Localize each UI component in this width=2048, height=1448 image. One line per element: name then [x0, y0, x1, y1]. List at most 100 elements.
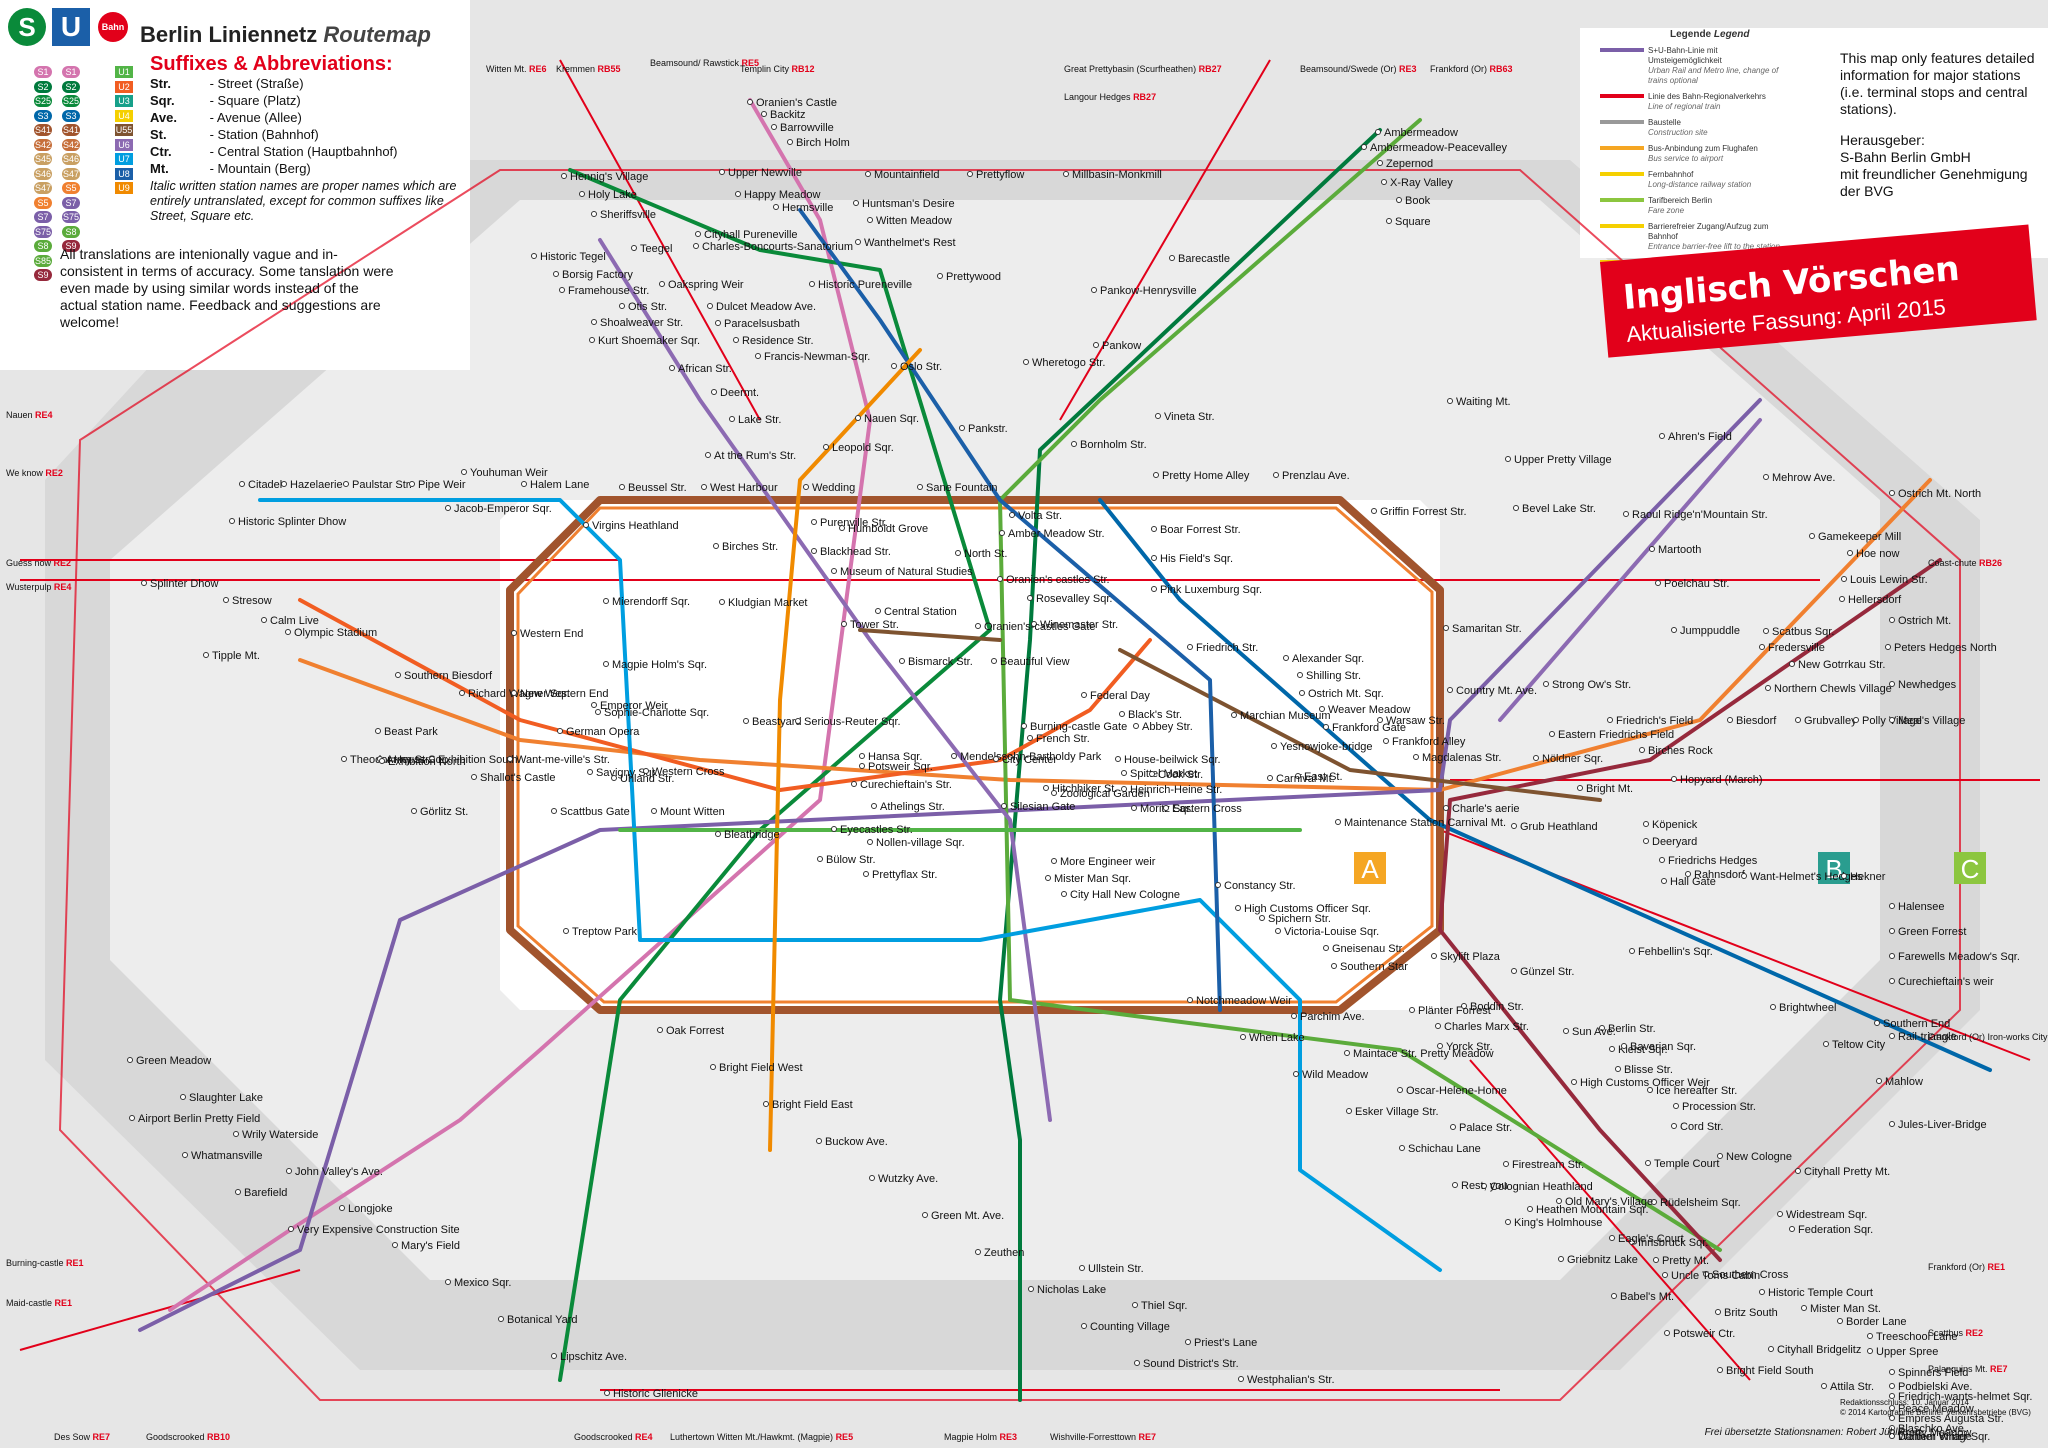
regional-lines: [19, 59, 2040, 1401]
station-label: Bright Mt.: [1586, 783, 1633, 795]
station-label: Magdalenas Str.: [1422, 752, 1502, 764]
station-marker: [1505, 456, 1511, 462]
station-marker: [1889, 1121, 1895, 1127]
station-marker: [395, 672, 401, 678]
copyright-text: © 2014 Kartographie Berliner Verkehrsbet…: [1840, 1408, 2031, 1417]
db-logo: Bahn: [98, 12, 128, 42]
station-marker: [997, 576, 1003, 582]
station-marker: [1649, 546, 1655, 552]
station-marker: [1577, 785, 1583, 791]
station-label: Athelings Str.: [880, 801, 945, 813]
station-label: Southern Cross: [1712, 1269, 1789, 1281]
station-marker: [1621, 1043, 1627, 1049]
station-label: Country Mt. Ave.: [1456, 685, 1537, 697]
station-marker: [1607, 717, 1613, 723]
station-label: Mexico Sqr.: [454, 1277, 511, 1289]
station-label: Book: [1405, 195, 1431, 207]
station-marker: [1823, 1041, 1829, 1047]
station-label: Treeschool Lane: [1876, 1331, 1958, 1343]
station-marker: [1671, 627, 1677, 633]
info-panel: This map only features detailed informat…: [1840, 50, 2045, 200]
station-label: Griebnitz Lake: [1567, 1254, 1638, 1266]
station-label: Mister Man St.: [1810, 1303, 1881, 1315]
station-marker: [498, 1316, 504, 1322]
sbahn-badge-s7: S7: [34, 211, 52, 223]
station-marker: [855, 239, 861, 245]
station-label: Lake Str.: [738, 414, 781, 426]
station-label: Barrowville: [780, 122, 834, 134]
station-label: Cityhall Pureneville: [704, 229, 798, 241]
ring-inner-area: [500, 500, 1440, 1010]
station-label: Boar Forrest Str.: [1160, 524, 1241, 536]
station-marker: [993, 756, 999, 762]
station-label: Friedrich's Field: [1616, 715, 1693, 727]
station-marker: [1283, 655, 1289, 661]
station-label: Spinners Field: [1898, 1367, 1968, 1379]
station-marker: [763, 1101, 769, 1107]
terminal-label: Palanquins Mt. RE7: [1928, 1364, 2008, 1374]
station-label: Pretty Meadow: [1898, 1427, 1971, 1439]
station-marker: [589, 337, 595, 343]
station-marker: [1409, 1007, 1415, 1013]
station-marker: [1503, 1161, 1509, 1167]
station-marker: [235, 1189, 241, 1195]
station-marker: [922, 1212, 928, 1218]
abbreviation-row: Ctr. - Central Station (Hauptbahnhof): [150, 143, 460, 160]
regional-line-badge: RB27: [1199, 64, 1222, 74]
station-label: Abbey Str.: [1142, 721, 1193, 733]
station-label: Hazelaerie: [290, 479, 343, 491]
sbahn-badge-b-s2: S2: [62, 80, 80, 93]
station-marker: [1431, 953, 1437, 959]
regional-line-badge: RB26: [1979, 558, 2002, 568]
station-marker: [1571, 1079, 1577, 1085]
station-label: His Field's Sqr.: [1160, 553, 1233, 565]
station-label: Heinrich-Heine Str.: [1130, 784, 1222, 796]
station-marker: [1659, 433, 1665, 439]
station-label: Hopyard (March): [1680, 774, 1763, 786]
sbahn-badge-b-s5: S5: [62, 182, 80, 194]
station-marker: [1885, 644, 1891, 650]
station-label: Mahlow: [1885, 1076, 1923, 1088]
station-marker: [811, 519, 817, 525]
station-marker: [1889, 1383, 1895, 1389]
station-label: Peace Meadow: [1898, 1403, 1974, 1415]
station-marker: [1151, 586, 1157, 592]
station-marker: [1271, 743, 1277, 749]
station-label: Rüdelsheim Sqr.: [1660, 1197, 1741, 1209]
station-marker: [795, 718, 801, 724]
station-marker: [867, 839, 873, 845]
abbreviation-key: Ctr.: [150, 144, 172, 159]
abbreviation-row: Str. - Street (Straße): [150, 75, 460, 92]
station-label: Weaver Meadow: [1328, 704, 1410, 716]
station-label: Deermt.: [720, 387, 759, 399]
station-label: Thiel Sqr.: [1141, 1300, 1187, 1312]
station-marker: [1119, 711, 1125, 717]
station-label: Western Cross: [652, 766, 725, 778]
abbreviation-row: Sqr. - Square (Platz): [150, 92, 460, 109]
station-marker: [129, 1115, 135, 1121]
terminal-label: Burning-castle RE1: [6, 1258, 84, 1268]
terminal-label: Coast-chute RB26: [1928, 558, 2002, 568]
station-marker: [1235, 905, 1241, 911]
regional-line-badge: RE5: [836, 1432, 854, 1442]
station-marker: [591, 211, 597, 217]
ubahn-badge-u2: U2: [115, 80, 133, 93]
station-marker: [1655, 580, 1661, 586]
station-marker: [1777, 1211, 1783, 1217]
station-label: Dulcet Meadow Ave.: [716, 301, 816, 313]
station-label: Nauen Sqr.: [864, 413, 919, 425]
station-label: Carnival Mt.: [1276, 773, 1335, 785]
station-label: Spichern Str.: [1268, 913, 1331, 925]
station-marker: [1671, 776, 1677, 782]
station-label: Biesdorf: [1736, 715, 1777, 727]
station-label: Pipe Weir: [418, 479, 466, 491]
station-label: Uhland Str.: [620, 773, 674, 785]
station-marker: [1437, 1043, 1443, 1049]
station-label: Waiting Mt.: [1456, 396, 1511, 408]
station-label: Farewells Meadow's Sqr.: [1898, 951, 2020, 963]
station-marker: [551, 1353, 557, 1359]
station-marker: [603, 661, 609, 667]
regional-line-badge: RB27: [1133, 92, 1156, 102]
